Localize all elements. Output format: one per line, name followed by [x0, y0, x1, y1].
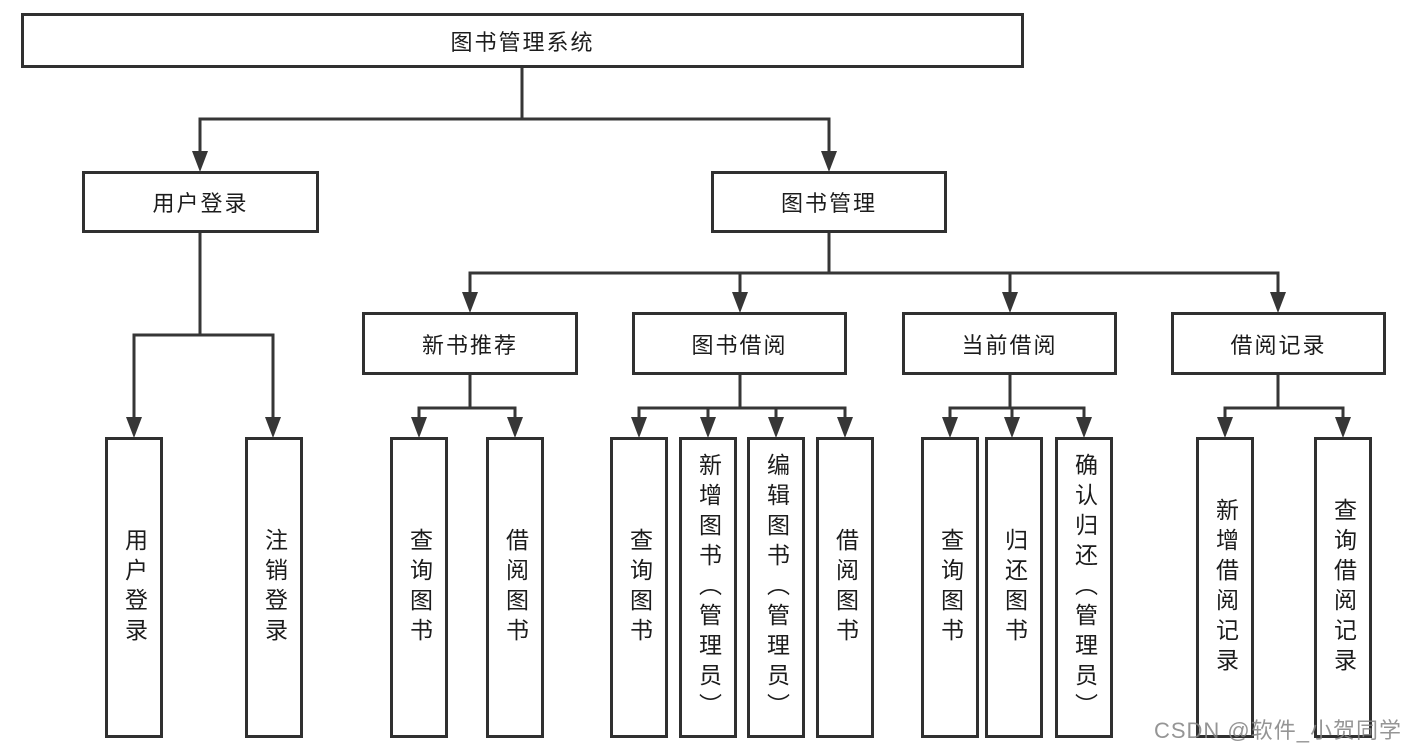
node-label: 图书借阅: [691, 332, 788, 358]
node-label: 新书推荐: [421, 332, 518, 358]
node-current-borrowing: 当前借阅: [902, 312, 1117, 375]
leaf-edit-books-admin: 编辑图书（管理员）: [747, 437, 805, 738]
node-user-login: 用户登录: [82, 171, 319, 233]
node-label: 编辑图书（管理员）: [763, 452, 790, 723]
connector-lines: [132, 68, 1345, 420]
leaf-query-borrow-record: 查询借阅记录: [1314, 437, 1372, 738]
node-book-borrowing: 图书借阅: [632, 312, 847, 375]
leaf-add-borrow-record: 新增借阅记录: [1196, 437, 1254, 738]
leaf-user-login: 用户登录: [105, 437, 163, 738]
leaf-query-books-recommend: 查询图书: [390, 437, 448, 738]
leaf-query-books-current: 查询图书: [921, 437, 979, 738]
leaf-borrow-books-recommend: 借阅图书: [486, 437, 544, 738]
node-label: 查询图书: [406, 527, 433, 648]
node-library-management-system: 图书管理系统: [21, 13, 1024, 68]
node-label: 新增图书（管理员）: [695, 452, 722, 723]
node-label: 注销登录: [261, 527, 288, 648]
leaf-return-books: 归还图书: [985, 437, 1043, 738]
node-label: 查询借阅记录: [1330, 497, 1357, 678]
node-label: 查询图书: [937, 527, 964, 648]
node-book-management: 图书管理: [711, 171, 947, 233]
node-label: 图书管理系统: [450, 29, 595, 55]
node-label: 当前借阅: [961, 332, 1058, 358]
arrowhead-icons: [126, 151, 1351, 438]
leaf-logout: 注销登录: [245, 437, 303, 738]
leaf-add-books-admin: 新增图书（管理员）: [679, 437, 737, 738]
leaf-query-books-borrow: 查询图书: [610, 437, 668, 738]
node-label: 图书管理: [780, 191, 877, 216]
node-label: 确认归还（管理员）: [1071, 452, 1098, 723]
leaf-borrow-books: 借阅图书: [816, 437, 874, 738]
node-label: 查询图书: [626, 527, 653, 648]
node-label: 新增借阅记录: [1212, 497, 1239, 678]
node-label: 借阅图书: [832, 527, 859, 648]
node-label: 借阅记录: [1230, 332, 1327, 358]
node-label: 借阅图书: [502, 527, 529, 648]
node-label: 用户登录: [152, 191, 249, 216]
csdn-watermark: CSDN @软件_小贺同学: [1153, 718, 1402, 743]
node-label: 用户登录: [121, 527, 148, 648]
node-new-book-recommendation: 新书推荐: [362, 312, 578, 375]
node-label: 归还图书: [1001, 527, 1028, 648]
node-borrowing-records: 借阅记录: [1171, 312, 1386, 375]
leaf-confirm-return-admin: 确认归还（管理员）: [1055, 437, 1113, 738]
